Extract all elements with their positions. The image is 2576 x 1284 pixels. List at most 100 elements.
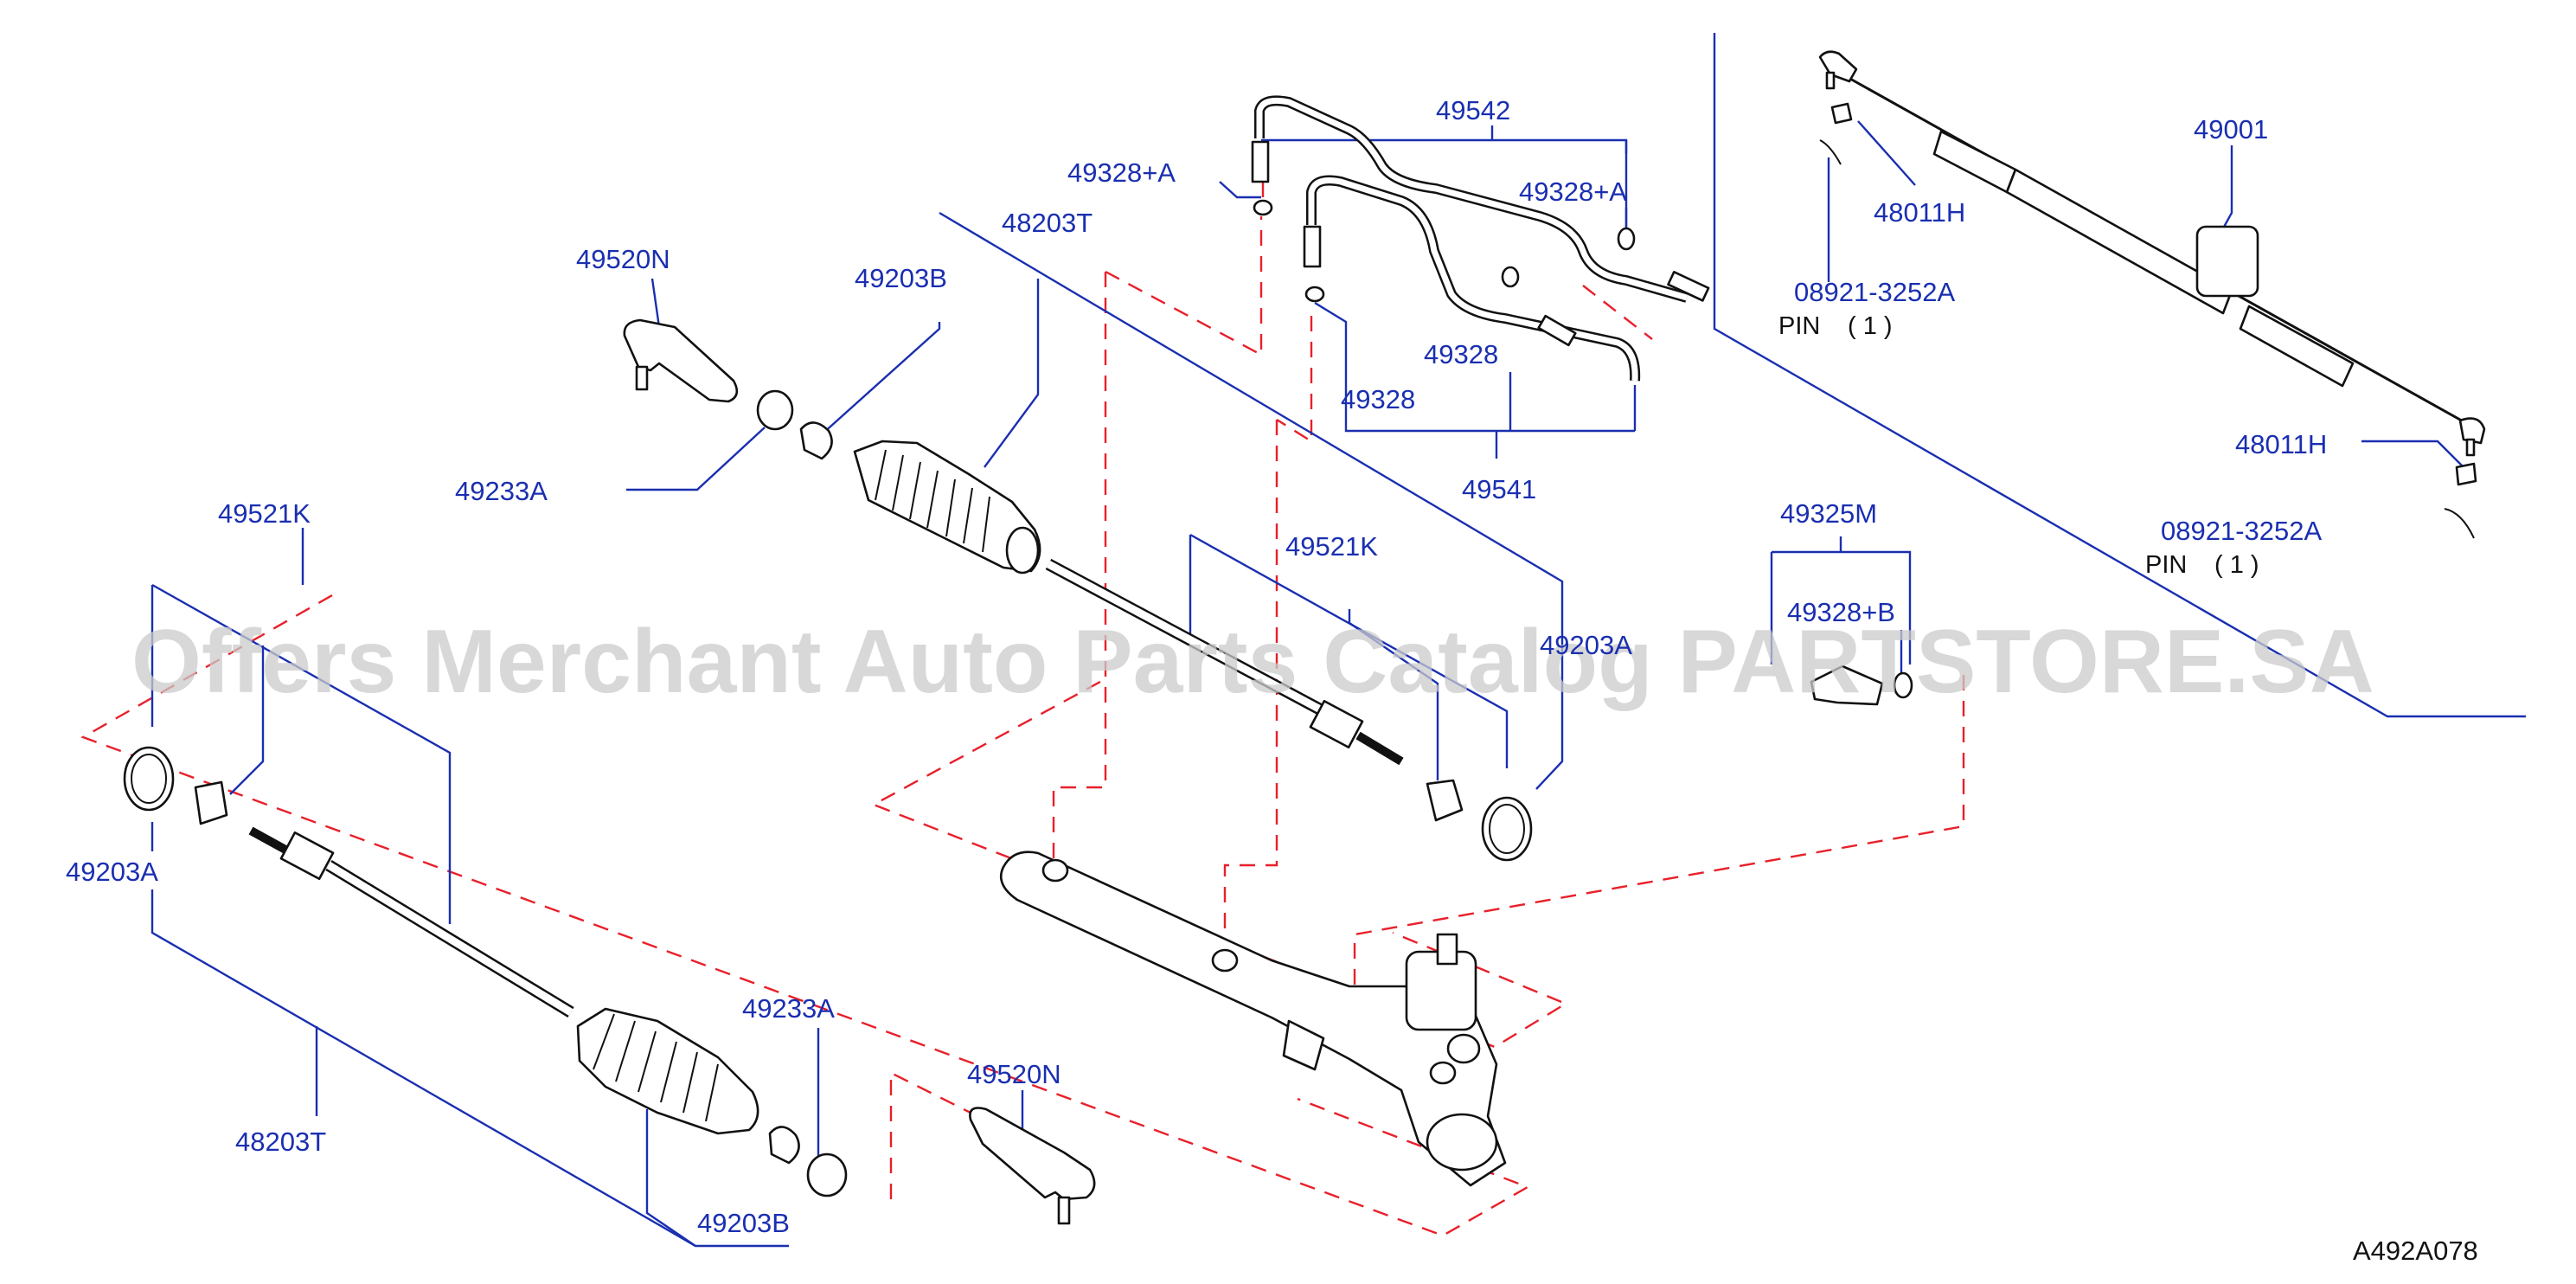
inset-boot-left <box>1932 130 2017 194</box>
part-labels: 49542 49328+A 49328+A 48203T 49520N 4920… <box>66 95 2327 1238</box>
label-49520n-bottom[interactable]: 49520N <box>967 1059 1061 1089</box>
part-drawings <box>123 50 2486 1225</box>
leader-49521k-left-clamp <box>229 645 265 795</box>
leader-49233a-top <box>626 427 766 491</box>
diagram-reference-code: A492A078 <box>2353 1236 2478 1266</box>
boot-top-ridges <box>875 449 990 553</box>
tube-49542-inner <box>1256 97 1688 301</box>
label-48011h-bottom[interactable]: 48011H <box>2235 429 2327 459</box>
pinion-shaft <box>1436 933 1458 966</box>
valve-port-2 <box>1429 1061 1457 1085</box>
label-49328-lower[interactable]: 49328 <box>1341 384 1415 414</box>
label-49521k-left[interactable]: 49521K <box>218 498 311 529</box>
dashed-guide-lines <box>80 156 1965 1237</box>
inset-boot-right <box>2239 305 2355 388</box>
inner-tie-rod-top-thread <box>1355 731 1404 766</box>
rack-collar <box>1282 1019 1325 1071</box>
guide-left-assembly <box>80 594 1530 1237</box>
clamp-49203a-left <box>123 746 175 812</box>
label-49328a-left[interactable]: 49328+A <box>1067 157 1176 188</box>
label-49203b-bottom[interactable]: 49203B <box>697 1208 790 1238</box>
fitting-49542-left <box>1251 140 1270 183</box>
valve-49325m <box>1810 664 1884 706</box>
clamp-49203b-top <box>799 421 833 460</box>
pin-note-1-label: PIN <box>1778 312 1820 340</box>
guide-mid-assembly <box>871 680 1568 1049</box>
label-49203a-right[interactable]: 49203A <box>1540 630 1632 660</box>
inner-tie-rod-bottom-joint <box>279 831 335 881</box>
inner-tie-rod-top-inner <box>1046 561 1352 729</box>
label-49541[interactable]: 49541 <box>1462 474 1536 504</box>
inset-stud-right <box>2465 438 2476 457</box>
inner-tie-rod-top-joint <box>1309 699 1364 749</box>
boot-48203t-bottom <box>576 1007 759 1135</box>
o-ring-49328-upper <box>1501 266 1520 288</box>
pin-note-2-qty: ( 1 ) <box>2214 551 2259 579</box>
washer-49521k-left <box>194 780 228 825</box>
leader-48011h-top <box>1857 120 1916 186</box>
inset-valve-body <box>2195 225 2259 298</box>
label-49203a-left[interactable]: 49203A <box>66 857 158 887</box>
leader-49203b-top <box>821 322 941 435</box>
label-49328-upper[interactable]: 49328 <box>1424 339 1498 369</box>
leader-49521k-mid-stem <box>1348 609 1439 780</box>
boot-top-opening <box>1005 526 1040 575</box>
label-48203t-bottom[interactable]: 48203T <box>235 1127 326 1157</box>
leader-lines <box>151 33 2526 1248</box>
leader-49520n-top <box>650 278 661 328</box>
inset-pin-top <box>1819 139 1842 165</box>
label-08921-top[interactable]: 08921-3252A <box>1794 277 1955 307</box>
label-08921-bottom[interactable]: 08921-3252A <box>2161 516 2322 546</box>
leader-49328a-left <box>1219 181 1261 199</box>
tie-rod-end-bottom <box>969 1107 1096 1201</box>
leader-49542 <box>1261 138 1628 154</box>
inset-assembly-49001 <box>1818 50 2486 539</box>
washer-49521k-mid <box>1426 779 1464 822</box>
guide-to-line-49328a <box>1105 216 1263 356</box>
label-49203b-top[interactable]: 49203B <box>855 263 947 293</box>
label-49542[interactable]: 49542 <box>1436 95 1510 125</box>
leader-49328-lower <box>1314 301 1635 433</box>
inset-tie-rod-end-left <box>1818 50 1858 83</box>
tube-49541-inner <box>1308 177 1638 382</box>
leader-49325m <box>1772 550 1912 664</box>
label-48011h-top[interactable]: 48011H <box>1874 197 1965 228</box>
inset-frame-line <box>1713 33 2526 718</box>
label-49520n-top[interactable]: 49520N <box>576 244 670 274</box>
pin-notes: PIN ( 1 ) PIN ( 1 ) <box>1778 312 2259 579</box>
label-49521k-mid[interactable]: 49521K <box>1285 531 1378 562</box>
clamp-49203b-bottom <box>768 1126 800 1165</box>
leader-49203b-bottom <box>645 1109 696 1247</box>
label-49325m[interactable]: 49325M <box>1780 498 1877 529</box>
boot-bottom-ridges <box>593 1013 719 1122</box>
inset-rack-body <box>2005 168 2233 315</box>
nut-49233a-top <box>756 389 794 431</box>
valve-port-1 <box>1446 1033 1481 1064</box>
clamp-49203a-left-inner <box>131 754 167 804</box>
guide-to-line-49328 <box>1223 420 1278 959</box>
label-49233a-bottom[interactable]: 49233A <box>742 993 835 1024</box>
label-48203t-top[interactable]: 48203T <box>1002 208 1093 238</box>
guide-tube-right-end <box>1582 285 1653 340</box>
guide-bottom-tie-rod <box>889 1071 978 1199</box>
label-49001[interactable]: 49001 <box>2194 114 2268 144</box>
label-49233a-top[interactable]: 49233A <box>455 476 548 506</box>
pin-note-2-label: PIN <box>2145 551 2187 579</box>
inset-pin-bottom <box>2444 508 2475 539</box>
nut-49233a-bottom <box>806 1152 848 1197</box>
o-ring-49328a-left <box>1253 199 1273 216</box>
fitting-49541-right <box>1537 314 1577 347</box>
inset-tie-rod-end-right <box>2458 417 2486 445</box>
clamp-49203a-right <box>1481 796 1533 862</box>
inner-tie-rod-bottom-inner <box>326 862 574 1016</box>
leader-49521k-left-top <box>151 583 452 924</box>
tie-rod-end-top <box>623 318 739 403</box>
label-49328b[interactable]: 49328+B <box>1787 597 1895 627</box>
label-49328a-right[interactable]: 49328+A <box>1519 177 1627 207</box>
inset-stud-left <box>1825 71 1836 90</box>
leader-48011h-bottom <box>2361 440 2464 468</box>
rack-end-fitting <box>1426 1113 1498 1172</box>
fitting-49541-left <box>1303 225 1322 268</box>
tie-rod-end-top-stud <box>635 365 649 391</box>
